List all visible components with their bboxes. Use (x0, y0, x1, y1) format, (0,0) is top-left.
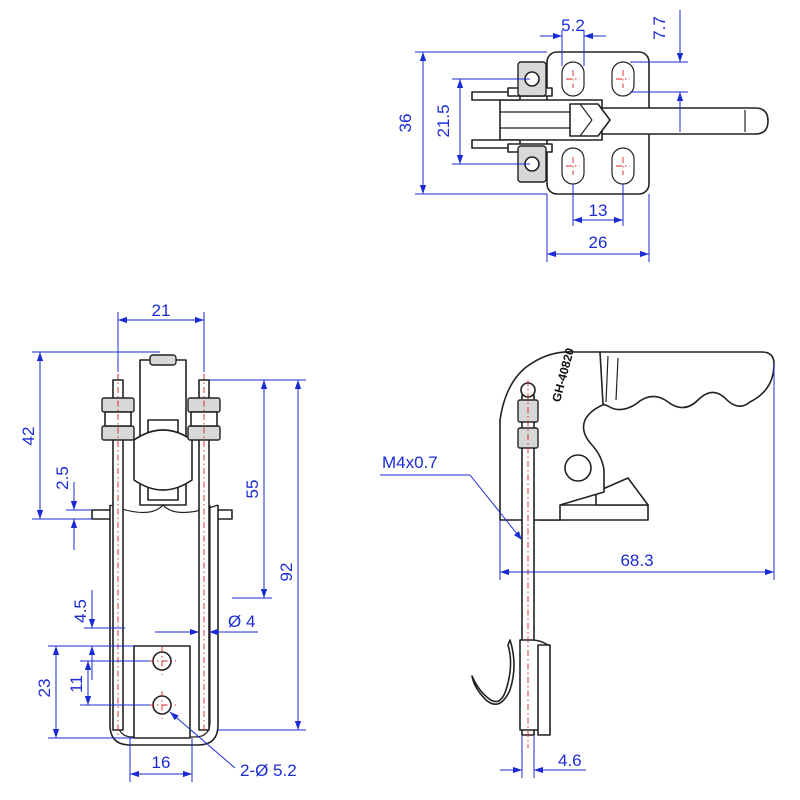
clamp-body (499, 351, 606, 521)
mounting-slot (611, 61, 635, 97)
dim-top-plate-width: 26 (589, 233, 608, 252)
dim-front-hole-spacing: 11 (67, 675, 86, 693)
dim-front-hole-diameter: 2-Ø 5.2 (240, 761, 297, 780)
dim-front-block-width: 16 (152, 753, 171, 772)
handle (599, 107, 769, 135)
dim-front-body-height: 42 (19, 427, 38, 446)
hook (471, 639, 515, 706)
side-view: GH-40820 68.3 M4x0.7 4.6 (380, 346, 775, 778)
dim-top-slot-width: 5.2 (561, 16, 585, 35)
dim-side-overall-length: 68.3 (620, 551, 653, 570)
dim-front-block-height: 23 (35, 679, 54, 698)
front-view: 21 42 2.5 55 92 4.5 Ø 4 23 11 16 2-Ø 5.2 (19, 301, 306, 782)
thread-label: M4x0.7 (382, 453, 438, 472)
dim-front-rod-diameter: Ø 4 (228, 612, 255, 631)
top-view: 5.2 7.7 36 21.5 13 26 (396, 10, 769, 262)
pivot-hole (564, 454, 592, 482)
dim-top-slot-length: 7.7 (650, 16, 669, 40)
dim-front-rod-spacing: 21 (152, 301, 171, 320)
dim-side-rod-thickness: 4.6 (558, 751, 582, 770)
dim-top-hole-horizontal: 13 (589, 201, 608, 220)
dim-front-flange-thickness: 2.5 (53, 466, 72, 490)
dim-front-overall-height: 92 (277, 563, 296, 582)
dim-front-block-offset: 4.5 (71, 599, 90, 623)
dim-top-hole-vertical: 21.5 (434, 104, 453, 137)
handle (599, 351, 775, 411)
dim-front-rod-length: 55 (243, 480, 262, 499)
dim-top-plate-height: 36 (396, 114, 415, 133)
mounting-slot (561, 61, 585, 97)
